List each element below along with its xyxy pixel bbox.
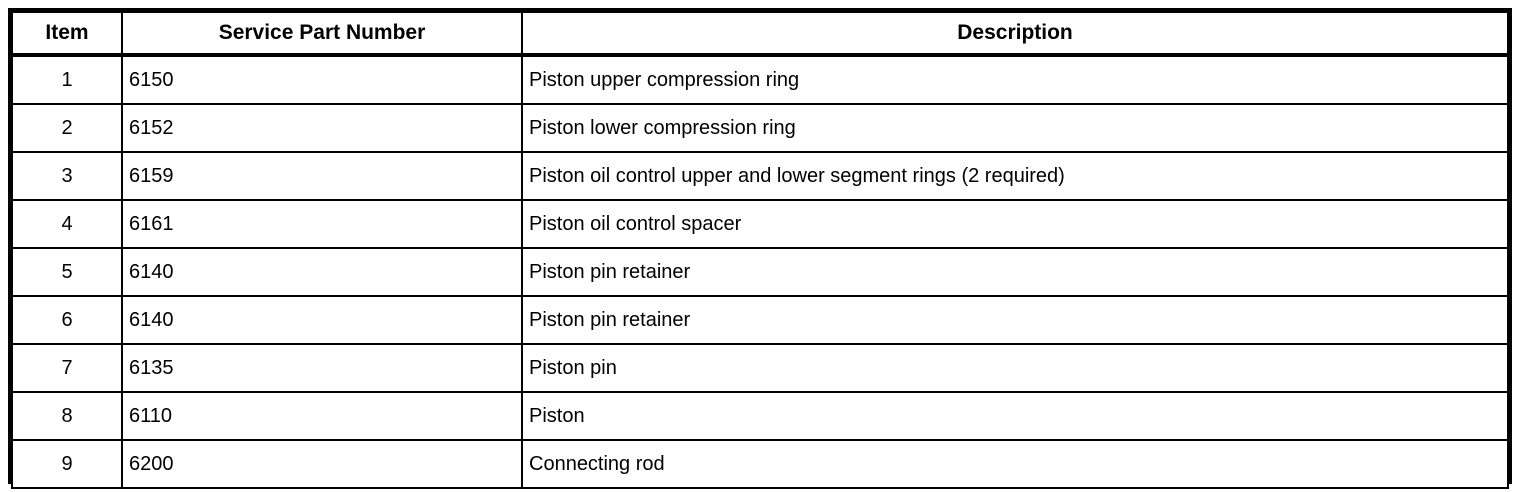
description-cell: Piston lower compression ring bbox=[521, 103, 1509, 153]
description-cell: Piston oil control upper and lower segme… bbox=[521, 151, 1509, 201]
description-cell: Piston upper compression ring bbox=[521, 54, 1509, 105]
item-cell: 2 bbox=[11, 103, 123, 153]
part-number-cell: 6140 bbox=[121, 247, 523, 297]
part-number-cell: 6110 bbox=[121, 391, 523, 441]
item-cell: 5 bbox=[11, 247, 123, 297]
item-cell: 8 bbox=[11, 391, 123, 441]
description-cell: Piston bbox=[521, 391, 1509, 441]
part-number-cell: 6159 bbox=[121, 151, 523, 201]
description-cell: Piston pin retainer bbox=[521, 247, 1509, 297]
part-number-cell: 6152 bbox=[121, 103, 523, 153]
part-number-cell: 6200 bbox=[121, 439, 523, 489]
description-cell: Piston pin bbox=[521, 343, 1509, 393]
item-cell: 3 bbox=[11, 151, 123, 201]
part-number-cell: 6161 bbox=[121, 199, 523, 249]
description-cell: Connecting rod bbox=[521, 439, 1509, 489]
part-number-cell: 6135 bbox=[121, 343, 523, 393]
part-number-cell: 6140 bbox=[121, 295, 523, 345]
item-cell: 6 bbox=[11, 295, 123, 345]
description-cell: Piston pin retainer bbox=[521, 295, 1509, 345]
item-cell: 1 bbox=[11, 54, 123, 105]
description-cell: Piston oil control spacer bbox=[521, 199, 1509, 249]
table-header: Item Service Part Number Description bbox=[11, 11, 1509, 57]
header-item: Item bbox=[11, 11, 123, 57]
header-description: Description bbox=[521, 11, 1509, 57]
item-cell: 7 bbox=[11, 343, 123, 393]
item-cell: 4 bbox=[11, 199, 123, 249]
part-number-cell: 6150 bbox=[121, 54, 523, 105]
header-service-part-number: Service Part Number bbox=[121, 11, 523, 57]
item-cell: 9 bbox=[11, 439, 123, 489]
header-row: Item Service Part Number Description bbox=[11, 11, 1509, 57]
